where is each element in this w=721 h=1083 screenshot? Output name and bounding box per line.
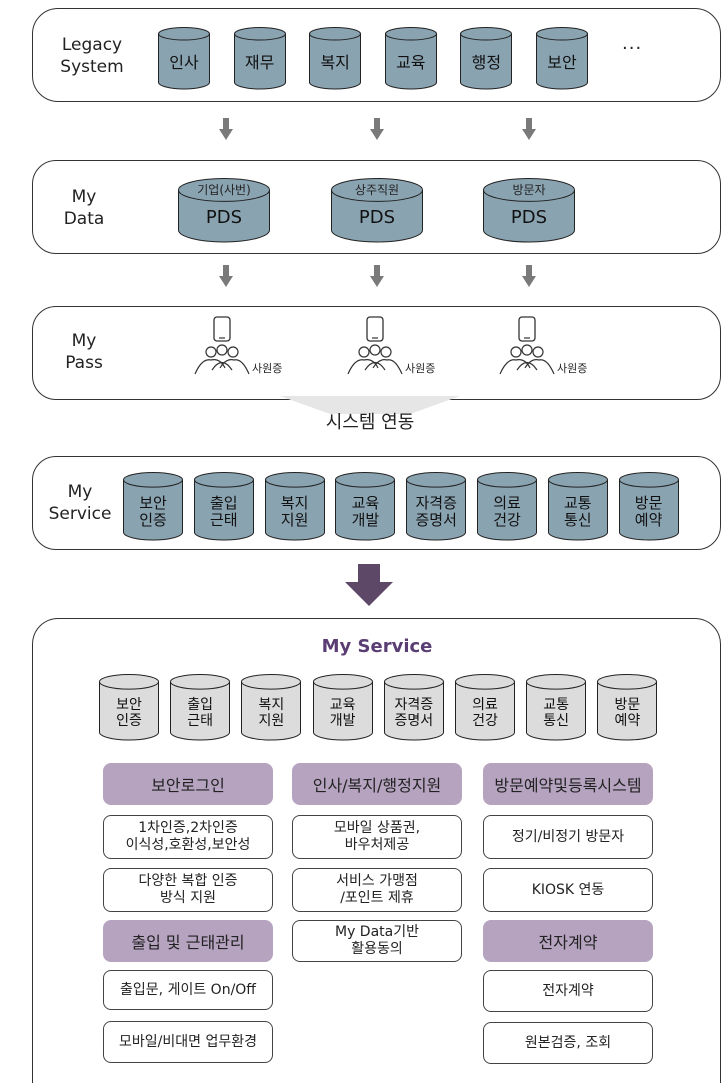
service-item-7: 교통 통신 [547, 472, 608, 541]
detail-item-2: 출입 근태 [170, 674, 231, 741]
pds-3: PDS 방문자 [483, 178, 575, 243]
feature-card: 출입문, 게이트 On/Off [103, 970, 273, 1010]
section-header-secure-login: 보안로그인 [103, 763, 273, 805]
legacy-system-panel [32, 8, 721, 102]
detail-item-1-label: 보안 인증 [116, 696, 142, 729]
detail-title: My Service [321, 636, 433, 657]
feature-card: 1차인증,2차인증 이식성,호환성,보안성 [103, 815, 273, 859]
pds-3-label: PDS [510, 206, 548, 228]
legacy-item-6-label: 보안 [547, 53, 577, 73]
service-item-5-label: 자격증 증명서 [415, 493, 457, 529]
pds-1-top-label: 기업(사번) [197, 183, 251, 197]
section-header-e-contract: 전자계약 [483, 920, 653, 962]
service-item-1-label: 보안 인증 [139, 493, 167, 529]
feature-card: 전자계약 [483, 970, 653, 1012]
feature-card: 서비스 가맹점 /포인트 제휴 [292, 868, 462, 912]
feature-card: 다양한 복합 인증 방식 지원 [103, 868, 273, 912]
legacy-item-1-label: 인사 [169, 53, 199, 73]
link-banner-text: 시스템 연동 [325, 412, 415, 433]
detail-item-1: 보안 인증 [99, 674, 159, 741]
my-pass-label: My Pass [65, 331, 103, 373]
feature-card: 원본검증, 조회 [483, 1022, 653, 1064]
employee-pass-2: 사원증 [345, 316, 455, 386]
phone-people-icon [194, 316, 250, 375]
pds-3-top-label: 방문자 [512, 183, 546, 197]
employee-card-caption: 사원증 [252, 362, 283, 375]
phone-people-icon [347, 316, 403, 375]
feature-card: 모바일/비대면 업무환경 [103, 1021, 273, 1063]
arrows2-down-arrow-1 [219, 265, 233, 287]
pds-2-label: PDS [358, 206, 396, 228]
pds-1-label: PDS [205, 206, 243, 228]
arrows2-down-arrow-2 [370, 265, 384, 287]
pds-2-top-label: 상주직원 [354, 183, 400, 197]
legacy-item-6: 보안 [536, 27, 588, 90]
phone-people-icon [499, 316, 555, 375]
service-item-2-label: 출입 근태 [209, 493, 238, 529]
detail-item-7: 교통 통신 [526, 674, 587, 741]
service-item-8-label: 방문 예약 [634, 493, 663, 529]
big-down-arrow [345, 564, 393, 606]
legacy-system-label: Legacy System [60, 35, 124, 77]
legacy-item-3: 복지 [309, 27, 362, 90]
my-data-label: My Data [63, 187, 105, 229]
legacy-item-2: 재무 [233, 27, 286, 90]
service-item-4-label: 교육 개발 [351, 493, 380, 529]
service-item-3-label: 복지 지원 [280, 493, 309, 529]
service-item-6-label: 의료 건강 [493, 493, 521, 529]
detail-item-2-label: 출입 근태 [187, 696, 214, 729]
pds-2: PDS 상주직원 [331, 178, 423, 243]
detail-item-7-label: 교통 통신 [543, 696, 570, 729]
arrows1-down-arrow-3 [522, 118, 536, 140]
detail-item-8: 방문 예약 [597, 674, 658, 741]
feature-card: KIOSK 연동 [483, 868, 653, 912]
detail-item-8-label: 방문 예약 [614, 696, 641, 729]
service-item-3: 복지 지원 [264, 472, 325, 541]
legacy-item-1: 인사 [158, 27, 210, 90]
detail-item-6: 의료 건강 [455, 674, 515, 741]
section-header-access-attendance: 출입 및 근태관리 [103, 920, 273, 962]
service-item-8: 방문 예약 [618, 472, 679, 541]
service-item-5: 자격증 증명서 [406, 472, 467, 541]
pds-1: PDS 기업(사번) [178, 178, 270, 243]
detail-item-5-label: 자격증 증명서 [394, 696, 434, 729]
employee-card-caption: 사원증 [405, 362, 436, 375]
detail-item-6-label: 의료 건강 [472, 696, 498, 729]
legacy-item-3-label: 복지 [320, 53, 350, 73]
section-header-hr-welfare: 인사/복지/행정지원 [292, 763, 462, 805]
detail-item-3-label: 복지 지원 [258, 696, 285, 729]
arrows1-down-arrow-2 [370, 118, 384, 140]
arrows1-down-arrow-1 [219, 118, 233, 140]
service-item-4: 교육 개발 [335, 472, 396, 541]
service-item-2: 출입 근태 [193, 472, 254, 541]
service-item-6: 의료 건강 [477, 472, 537, 541]
legacy-item-4-label: 교육 [396, 53, 426, 73]
detail-item-3: 복지 지원 [241, 674, 302, 741]
legacy-item-2-label: 재무 [244, 53, 275, 73]
arrows2-down-arrow-3 [522, 265, 536, 287]
legacy-item-5: 행정 [460, 27, 513, 90]
employee-card-caption: 사원증 [557, 362, 588, 375]
more-indicator: ··· [622, 38, 643, 59]
employee-pass-1: 사원증 [192, 316, 302, 386]
feature-card: 모바일 상품권, 바우처제공 [292, 815, 462, 859]
feature-card: My Data기반 활용동의 [292, 920, 462, 962]
section-header-visitor-reservation: 방문예약및등록시스템 [483, 763, 653, 805]
feature-card: 정기/비정기 방문자 [483, 815, 653, 859]
legacy-item-5-label: 행정 [471, 53, 502, 73]
detail-item-4: 교육 개발 [312, 674, 373, 741]
detail-item-4-label: 교육 개발 [329, 696, 356, 729]
service-item-7-label: 교통 통신 [563, 493, 592, 529]
employee-pass-3: 사원증 [497, 316, 607, 386]
my-service-label: My Service [48, 482, 112, 524]
link-banner-shape [280, 396, 460, 414]
service-item-1: 보안 인증 [123, 472, 183, 541]
detail-item-5: 자격증 증명서 [383, 674, 444, 741]
legacy-item-4: 교육 [384, 27, 437, 90]
